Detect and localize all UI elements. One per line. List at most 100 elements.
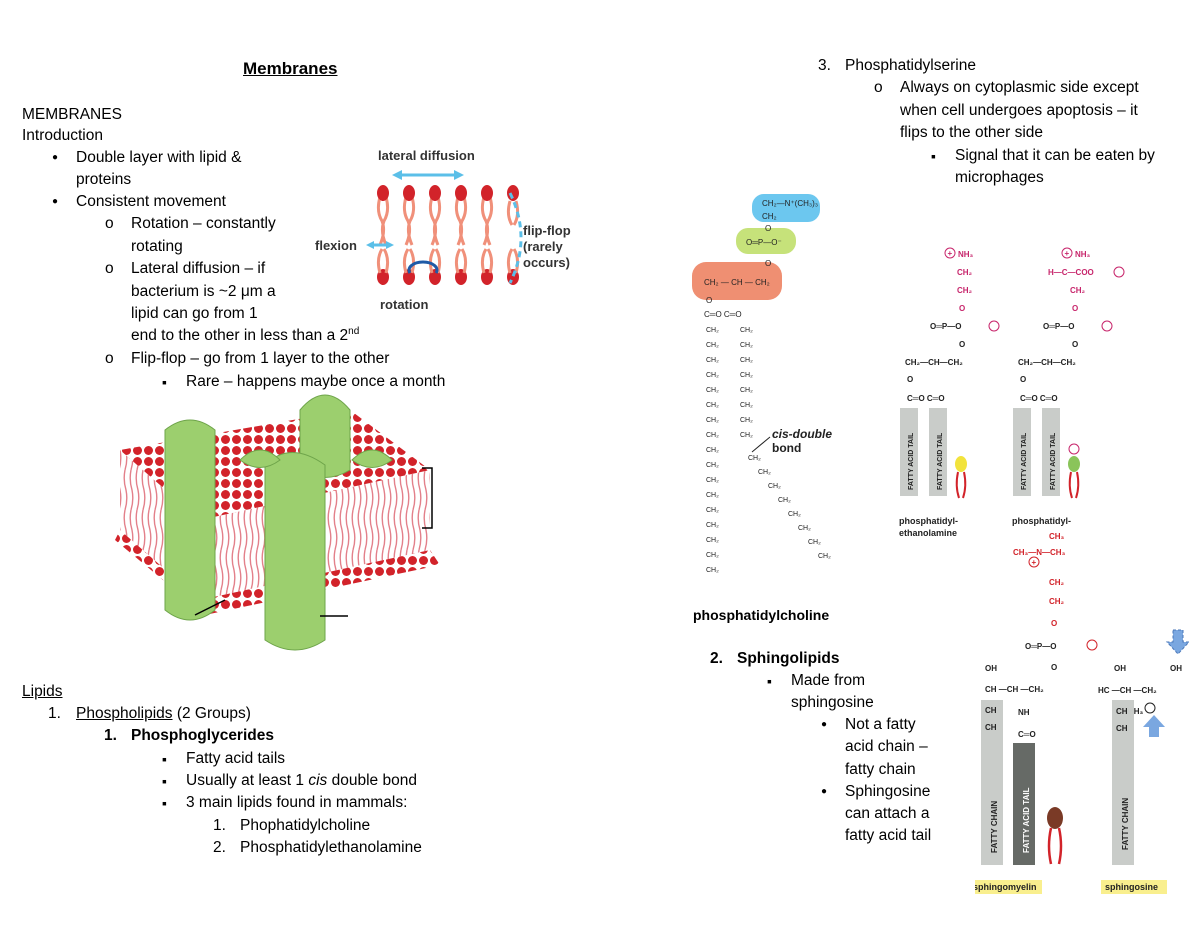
sm-plus-charge-icon: [1028, 556, 1040, 568]
sm-o-2: O: [1051, 663, 1057, 672]
chain-left-ch2: CH₂: [706, 357, 719, 364]
sph-backbone: HC —CH —CH₂: [1098, 686, 1157, 695]
chain-left-ch2: CH₂: [706, 567, 719, 574]
chain-kinked-ch2: CH₂: [768, 483, 781, 490]
bullet-rotation-cont: rotating: [131, 238, 183, 255]
phosphatidylserine-structure: + NH₃ H—C—COO CH₂ O O═P—O O CH₂—CH—CH₂ O…: [1012, 247, 1125, 526]
pe-nh3: NH₃: [958, 250, 974, 259]
rotation-arrow: [407, 260, 439, 274]
pe-carbonyl: C═O C═O: [907, 394, 945, 403]
list-num-1b: 1.: [104, 727, 117, 744]
minus-charge-icon: [988, 320, 1000, 332]
o-text-2: O: [765, 259, 771, 268]
choline-text: CH₂—N⁺(CH₃)₃: [762, 199, 818, 208]
bullet-always-cont1: when cell undergoes apoptosis – it: [900, 102, 1138, 119]
sm-head-icon: [1047, 807, 1063, 829]
glycerol-highlight: [692, 262, 782, 300]
chain-right-ch2: CH₂: [740, 327, 753, 334]
cis-bond-pointer: [751, 436, 771, 453]
lipids-heading: Lipids: [22, 683, 63, 700]
chain-kinked-ch2: CH₂: [788, 511, 801, 518]
main-lipid-1: Phophatidylcholine: [240, 817, 371, 834]
phosphatidylcholine-structure: CH₂—N⁺(CH₃)₃ CH₂ O O═P—O⁻ O CH₂ — CH — C…: [692, 194, 832, 574]
main-num-1: 1.: [213, 817, 226, 834]
choline-highlight: [752, 194, 820, 222]
bullet-lateral-cont3: end to the other in less than a 2nd: [131, 325, 359, 347]
flipflop-label: flip-flop: [523, 223, 571, 238]
pe-tail-bar-1: [900, 408, 918, 496]
sm-ch-a: CH: [985, 706, 997, 715]
ps-tail-icon: [1068, 471, 1080, 499]
bullet-signal-cont: microphages: [955, 169, 1044, 186]
lipid-movement-diagram: lateral diffusion: [315, 148, 571, 312]
ps-phosphate: O═P—O: [1043, 322, 1074, 331]
chain-left-ch2: CH₂: [706, 522, 719, 529]
ps-o-2: O: [1072, 340, 1078, 349]
chain-right-ch2: CH₂: [740, 387, 753, 394]
ps-tail-bar-1: [1013, 408, 1031, 496]
chain-right-ch2: CH₂: [740, 372, 753, 379]
chain-left-ch2: CH₂: [706, 417, 719, 424]
sph-oh-2: OH: [1170, 664, 1182, 673]
sm-ch2-a: CH₂: [1049, 578, 1065, 587]
ps-plus-charge-icon: [1061, 247, 1073, 259]
fatty-chain-left: CH₂CH₂CH₂CH₂CH₂CH₂CH₂CH₂CH₂CH₂CH₂CH₂CH₂C…: [706, 327, 719, 574]
cis-bond-label-2: bond: [772, 441, 801, 455]
chain-left-ch2: CH₂: [706, 492, 719, 499]
sm-carbonyl: C═O: [1018, 730, 1036, 739]
pe-tail-label-2: FATTY ACID TAIL: [937, 432, 944, 490]
pe-phosphate: O═P—O: [930, 322, 961, 331]
carbonyl-text: C═O C═O: [704, 310, 742, 319]
chain-left-ch2: CH₂: [706, 327, 719, 334]
bullet-not-fatty: Not a fatty: [821, 714, 916, 736]
arrow-up-icon: [1143, 715, 1165, 737]
pe-tail-label-1: FATTY ACID TAIL: [908, 432, 915, 490]
chain-left-ch2: CH₂: [706, 432, 719, 439]
bullet-not-fatty-cont2: fatty chain: [845, 761, 916, 778]
sph-fatty-chain-bar: [1112, 700, 1134, 865]
phosphoglycerides-heading: Phosphoglycerides: [131, 727, 274, 744]
sm-fatty-chain-bar: [981, 700, 1003, 865]
list-num-3: 3.: [818, 57, 831, 74]
bullet-lateral: Lateral diffusion – if: [105, 258, 265, 280]
protein-left: [164, 419, 216, 621]
ps-o-1: O: [1072, 304, 1078, 313]
plus-charge-icon: [944, 247, 956, 259]
bullet-lateral-cont1: bacterium is ~2 μm a: [131, 283, 276, 300]
chain-left-ch2: CH₂: [706, 537, 719, 544]
superscript-nd: nd: [348, 325, 360, 337]
chain-right-ch2: CH₂: [740, 432, 753, 439]
bullet-signal: Signal that it can be eaten by: [931, 145, 1155, 167]
phosphatidylserine-heading: Phosphatidylserine: [845, 57, 976, 74]
flexion-label: flexion: [315, 238, 357, 253]
pe-name-2: ethanolamine: [899, 528, 957, 538]
ps-head-icon: [1068, 456, 1080, 472]
pointer-line-left: [194, 599, 226, 616]
pe-ch2-b: CH₂: [957, 286, 973, 295]
bullet-always-cont2: flips to the other side: [900, 124, 1044, 141]
lateral-text: end to the other in less than a 2: [131, 327, 349, 344]
chain-kinked-ch2: CH₂: [748, 455, 761, 462]
pe-tail-bar-2: [929, 408, 947, 496]
bullet-double-layer: Double layer with lipid &: [52, 147, 241, 169]
chain-left-ch2: CH₂: [706, 462, 719, 469]
cis-text-a: Usually at least 1: [186, 772, 309, 789]
glycerol-text: CH₂ — CH — CH₂: [704, 278, 770, 287]
ps-ch2: CH₂: [1070, 286, 1086, 295]
chain-left-ch2: CH₂: [706, 372, 719, 379]
pe-ch2-a: CH₂: [957, 268, 973, 277]
chain-kinked-ch2: CH₂: [758, 469, 771, 476]
page-title: Membranes: [243, 59, 338, 78]
flipflop-label-3: occurs): [523, 255, 570, 270]
intro-heading: Introduction: [22, 127, 103, 144]
chain-kinked-ch2: CH₂: [798, 525, 811, 532]
sm-name: sphingomyelin: [975, 882, 1037, 892]
groups-text: (2 Groups): [172, 705, 251, 722]
svg-text:+: +: [1032, 558, 1037, 567]
sph-name-badge: [1101, 880, 1167, 894]
sphingosine-structure: OH OH HC —CH —CH₂ NH₃ CH CH FATTY CHAIN …: [1098, 629, 1191, 894]
sph-plus-charge-icon: [1144, 702, 1156, 714]
pe-o-1: O: [959, 304, 965, 313]
flipflop-arrow: [508, 192, 523, 284]
chain-left-ch2: CH₂: [706, 402, 719, 409]
